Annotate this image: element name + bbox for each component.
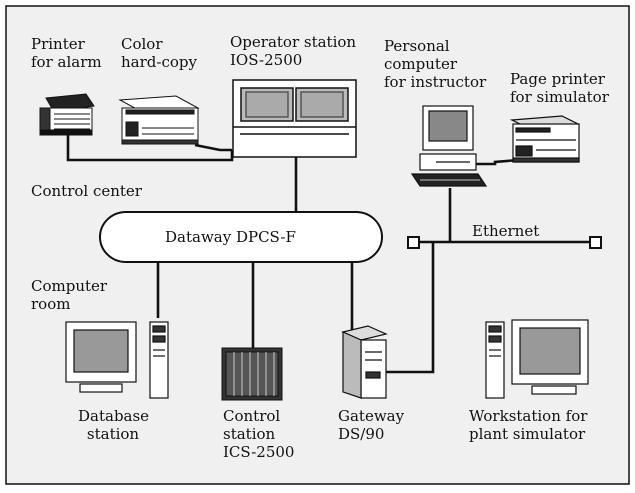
printer-alarm-label: Printer for alarm	[31, 35, 102, 71]
gateway-label: Gateway DS/90	[338, 407, 405, 443]
pc-pageprinter-link	[475, 158, 519, 166]
gateway-icon	[341, 325, 388, 399]
ethernet-terminator-left	[407, 236, 420, 249]
page-printer-icon	[509, 115, 581, 163]
computer-room-label: Computer room	[31, 277, 108, 313]
dataway-label: Dataway DPCS-F	[165, 228, 296, 246]
desktop-pc-icon	[410, 105, 488, 187]
control-center-label: Control center	[31, 182, 142, 200]
hardcopy-printer-icon	[118, 95, 200, 145]
connection-lines	[66, 135, 596, 374]
ethernet-label: Ethernet	[472, 222, 540, 240]
printer-icon	[39, 93, 95, 136]
hardcopy-link	[194, 143, 232, 152]
dataway-bus	[99, 211, 383, 263]
rack-controller-icon	[221, 347, 283, 401]
color-hardcopy-label: Color hard-copy	[121, 35, 197, 71]
workstation-label: Workstation for plant simulator	[469, 407, 588, 443]
page-printer-label: Page printer for simulator	[510, 70, 609, 106]
operator-console-icon	[232, 79, 357, 158]
operator-station-label: Operator station IOS-2500	[230, 33, 357, 69]
control-station-label: Control station ICS-2500	[223, 407, 295, 461]
gateway-ethernet-link	[385, 242, 435, 374]
ethernet-terminator-right	[589, 236, 602, 249]
alarm-printer-link	[66, 135, 234, 162]
personal-computer-label: Personal computer for instructor	[384, 37, 487, 91]
database-station-label: Database station	[78, 407, 150, 443]
workstation-icon	[65, 321, 169, 399]
tower-pc-icon	[485, 319, 589, 399]
